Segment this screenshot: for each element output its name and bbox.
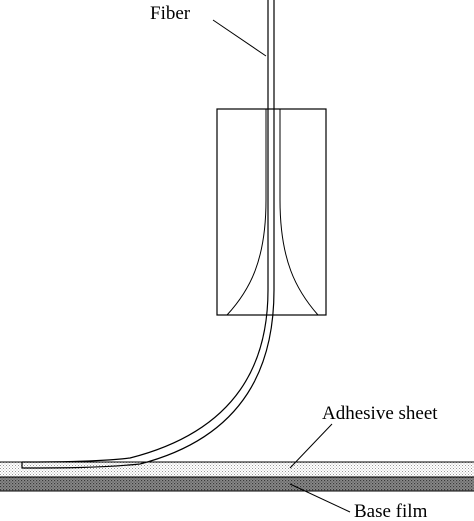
- fiber-line-left: [21, 0, 269, 463]
- base-film-label: Base film: [354, 501, 428, 521]
- adhesive-sheet-label: Adhesive sheet: [322, 403, 438, 424]
- adhesive-sheet-layer: [0, 461, 474, 478]
- fiber-leader-line: [212, 19, 267, 57]
- guide-channel-left-edge: [226, 109, 267, 316]
- fiber-line-right: [21, 0, 275, 469]
- fiber-label: Fiber: [150, 3, 191, 24]
- base-film-layer: [0, 476, 474, 492]
- adhesive-sheet-leader-line: [289, 423, 333, 469]
- base-film-leader-line: [289, 483, 351, 513]
- guide-channel-right-edge: [279, 109, 319, 316]
- holder-block: [216, 108, 327, 316]
